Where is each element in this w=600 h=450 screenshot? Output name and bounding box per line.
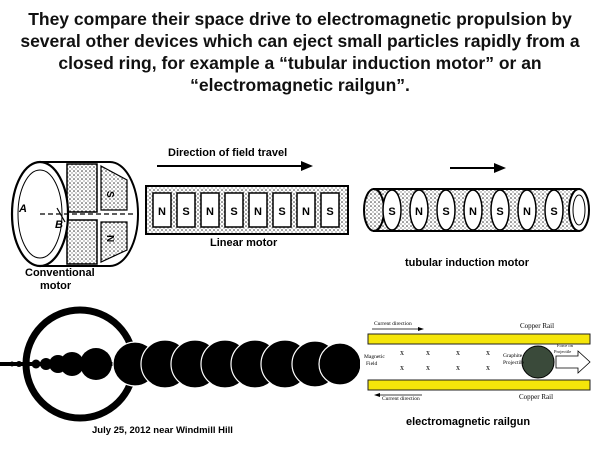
copper-rail-bottom [367, 379, 591, 391]
force-label-2: Projectile [554, 349, 572, 354]
linear-motor-label: Linear motor [210, 237, 278, 249]
magnetic-field-mark: x [456, 348, 460, 357]
tubular-pole-label: S [550, 206, 557, 218]
crop-circle-caption: July 25, 2012 near Windmill Hill [92, 425, 233, 436]
tubular-pole-label: N [469, 206, 477, 218]
crop-circle-dot [60, 352, 84, 376]
tubular-arrow [450, 163, 506, 173]
tubular-pole-ring [436, 189, 456, 231]
tubular-pole-label: S [442, 206, 449, 218]
pole-s: S [104, 191, 115, 198]
linear-pole-label: N [254, 206, 262, 218]
linear-pole-block [272, 192, 292, 228]
copper-rail-top [367, 333, 591, 345]
linear-pole-label: N [158, 206, 166, 218]
linear-pole-block [200, 192, 220, 228]
magnetic-field-mark: x [426, 363, 430, 372]
projectile-label-1: Graphite [503, 353, 523, 359]
magnetic-field-mark: x [456, 363, 460, 372]
tubular-motor-label: tubular induction motor [405, 257, 530, 269]
magnetic-field-label-1: Magnetic [364, 354, 385, 360]
magnetic-field-mark: x [486, 363, 490, 372]
linear-pole-label: S [182, 206, 189, 218]
tubular-pole-label: S [496, 206, 503, 218]
conventional-motor-label-1: Conventional [25, 267, 95, 279]
field-travel-arrow [157, 161, 313, 171]
crop-circle-dot [80, 348, 112, 380]
linear-pole-label: S [326, 206, 333, 218]
crop-circle-dot [40, 358, 52, 370]
crop-circle-dot [16, 361, 22, 367]
linear-pole-label: S [230, 206, 237, 218]
field-travel-label: Direction of field travel [168, 147, 288, 159]
tubular-pole-ring [544, 189, 564, 231]
linear-pole-block [176, 192, 196, 228]
current-direction-bottom: Current direction [382, 396, 420, 402]
tubular-pole-ring [490, 189, 510, 231]
pole-n: N [104, 235, 115, 242]
linear-pole-block [248, 192, 268, 228]
crop-circle-dot [31, 359, 41, 369]
magnetic-field-mark: x [400, 363, 404, 372]
conventional-motor-diagram: A B S N [10, 160, 139, 268]
crop-circle-disc [318, 342, 362, 386]
tubular-pole-label: N [523, 206, 531, 218]
magnetic-field-mark: x [400, 348, 404, 357]
tubular-pole-ring [382, 189, 402, 231]
linear-pole-block [152, 192, 172, 228]
linear-pole-label: N [206, 206, 214, 218]
magnetic-field-mark: x [486, 348, 490, 357]
projectile-label-2: Projectile [503, 360, 525, 366]
linear-pole-label: N [302, 206, 310, 218]
linear-pole-block [224, 192, 244, 228]
tubular-pole-label: N [415, 206, 423, 218]
crop-circle-dot [4, 362, 8, 366]
linear-pole-label: S [278, 206, 285, 218]
railgun-caption: electromagnetic railgun [406, 416, 531, 428]
linear-pole-block [320, 192, 340, 228]
tubular-pole-label: S [388, 206, 395, 218]
force-label-1: Force on [557, 343, 573, 348]
magnetic-field-mark: x [426, 348, 430, 357]
linear-pole-block [296, 192, 316, 228]
magnetic-field-label-2: Field [366, 361, 378, 367]
copper-rail-top-label: Copper Rail [520, 322, 555, 330]
copper-rail-bottom-label: Copper Rail [519, 393, 554, 401]
letter-a: A [18, 203, 27, 215]
crop-circle-dot [9, 361, 15, 367]
conventional-motor-label-2: motor [40, 280, 72, 292]
tubular-pole-ring [463, 189, 483, 231]
crop-circle-image [0, 306, 362, 422]
letter-b: B [55, 219, 63, 231]
crop-circle-dot [23, 360, 31, 368]
force-arrow [555, 350, 591, 374]
tubular-pole-ring [517, 189, 537, 231]
page-title: They compare their space drive to electr… [20, 9, 580, 95]
tubular-pole-ring [409, 189, 429, 231]
current-direction-top: Current direction [374, 321, 412, 327]
graphite-projectile [521, 345, 555, 379]
